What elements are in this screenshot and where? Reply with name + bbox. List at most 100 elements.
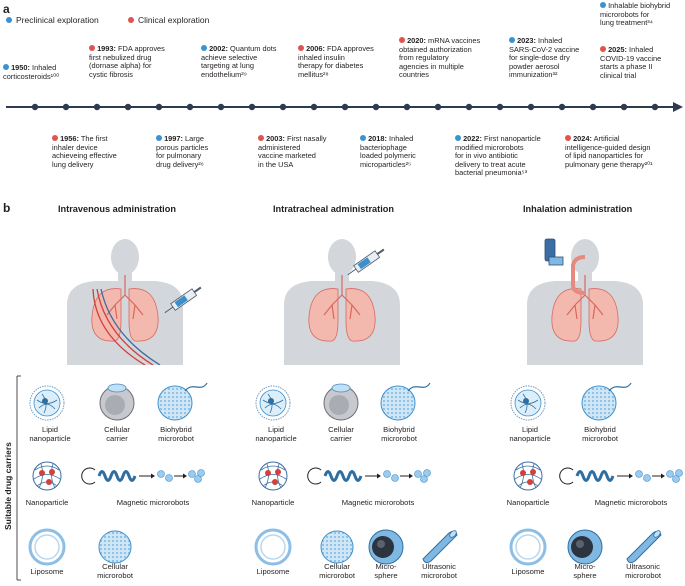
- event-year: 1950:: [11, 63, 30, 72]
- event-2003: 2003: First nasally administered vaccine…: [258, 134, 326, 169]
- event-text: immunization³²: [509, 70, 558, 80]
- event-text: starts a phase II: [600, 62, 653, 72]
- label-nanoparticle: Nanoparticle: [25, 498, 69, 507]
- event-year: 2018:: [368, 134, 387, 143]
- event-text: SARS-CoV-2 vaccine: [509, 44, 580, 54]
- event-year: 1997:: [164, 134, 183, 143]
- event-text: clinical trial: [600, 70, 637, 80]
- preclinical-dot-icon: [455, 135, 461, 141]
- nanoparticle-icon: [513, 461, 543, 491]
- event-text: cystic fibrosis: [89, 69, 133, 79]
- event-text: The first: [80, 134, 108, 143]
- label-liposome: Liposome: [256, 567, 290, 576]
- microsphere-icon: [567, 529, 603, 565]
- event-year: 2022:: [463, 134, 482, 143]
- artery-line: [92, 288, 154, 365]
- clinical-dot-icon: [600, 46, 606, 52]
- clinical-dot-icon: [298, 45, 304, 51]
- event-text: for single-dose dry: [509, 53, 570, 63]
- event-text: loaded polymeric: [360, 151, 416, 161]
- event-text: mRNA vaccines: [428, 36, 481, 45]
- event-year: 2003:: [266, 134, 285, 143]
- ultrasonic-microrobot-icon: [422, 528, 459, 564]
- timeline-nodes: [31, 103, 659, 111]
- event-1993: 1993: FDA approves first nebulized drug …: [89, 44, 165, 79]
- event-2024: 2024: Artificial intelligence-guided des…: [565, 134, 653, 169]
- legend-preclinical: Preclinical exploration: [6, 15, 99, 25]
- event-text: achieve selective: [201, 52, 258, 62]
- event-text: of lipid nanoparticles for: [565, 151, 644, 161]
- event-year: 2002:: [209, 44, 228, 53]
- cellular-carrier-icon: [323, 383, 359, 421]
- panel-b-letter: b: [3, 201, 11, 215]
- event-text: Artificial: [593, 134, 620, 143]
- intravenous-torso: [67, 239, 202, 365]
- clinical-dot-icon: [258, 135, 264, 141]
- event-text: (dornase alpha) for: [89, 61, 152, 71]
- panel-a-letter: a: [3, 2, 10, 16]
- label-microsphere: Micro-sphere: [573, 562, 597, 580]
- lipid-nanoparticle-icon: [255, 385, 291, 421]
- event-text: modified microrobots: [455, 142, 524, 152]
- event-text: mellitus²⁸: [298, 69, 329, 79]
- event-text: for in vivo antibiotic: [455, 151, 518, 161]
- clinical-dot-icon: [89, 45, 95, 51]
- event-2018: 2018: Inhaled bacteriophage loaded polym…: [360, 134, 416, 169]
- clinical-dot-icon: [399, 37, 405, 43]
- event-text: Inhalable biohybrid: [608, 1, 671, 10]
- event-year: 2006:: [306, 44, 325, 53]
- lipid-nanoparticle-icon: [29, 385, 65, 421]
- event-text: Inhaled: [629, 45, 654, 54]
- event-text: therapy for diabetes: [298, 61, 364, 71]
- cellular-microrobot-icon: [320, 530, 354, 564]
- event-text: lung treatment³⁴: [600, 18, 653, 28]
- label-nanoparticle: Nanoparticle: [251, 498, 295, 507]
- event-text: achieveing effective: [52, 151, 117, 161]
- label-magnetic-microrobots: Magnetic microrobots: [341, 498, 415, 507]
- event-text: First nanoparticle: [484, 134, 541, 143]
- nanoparticle-icon: [258, 461, 288, 491]
- label-microsphere: Micro-sphere: [374, 562, 398, 580]
- microsphere-icon: [368, 529, 404, 565]
- event-text: drug delivery²⁶: [156, 159, 204, 169]
- event-text: pulmonary gene therapy²⁰¹: [565, 159, 653, 169]
- legend-label: Preclinical exploration: [16, 15, 99, 25]
- legend-label: Clinical exploration: [138, 15, 210, 25]
- cellular-microrobot-icon: [98, 530, 132, 564]
- liposome-icon: [254, 528, 292, 566]
- inhalation-torso: [527, 238, 643, 365]
- carriers-bracket: [16, 375, 21, 581]
- event-text: corticosteroids¹⁰⁰: [3, 71, 60, 81]
- event-text: bacteriophage: [360, 142, 407, 152]
- biohybrid-microrobot-icon: [581, 382, 632, 421]
- timeline-arrow-icon: [673, 102, 683, 112]
- event-text: Large: [185, 134, 204, 143]
- preclinical-dot-icon: [3, 64, 9, 70]
- airway-path: [571, 255, 586, 295]
- magnetic-microrobots-icon: [558, 466, 684, 486]
- biohybrid-microrobot-icon: [380, 382, 431, 421]
- event-1997: 1997: Large porous particles for pulmona…: [156, 134, 208, 169]
- magnetic-microrobots-icon: [80, 466, 206, 486]
- magnetic-microrobots-icon: [306, 466, 432, 486]
- event-text: lung delivery: [52, 159, 94, 169]
- event-year: 1956:: [60, 134, 79, 143]
- preclinical-dot-icon: [201, 45, 207, 51]
- event-text: administered: [258, 142, 301, 152]
- event-text: inhaled insulin: [298, 52, 345, 62]
- event-text: Inhaled: [538, 36, 563, 45]
- event-year: 2020:: [407, 36, 426, 45]
- event-text: in the USA: [258, 159, 294, 169]
- event-text: endothelium²⁹: [201, 69, 247, 79]
- event-text: FDA approves: [327, 44, 374, 53]
- event-text: from regulatory: [399, 53, 449, 63]
- event-text: COVID-19 vaccine: [600, 53, 662, 63]
- timeline-graphic: [6, 102, 683, 112]
